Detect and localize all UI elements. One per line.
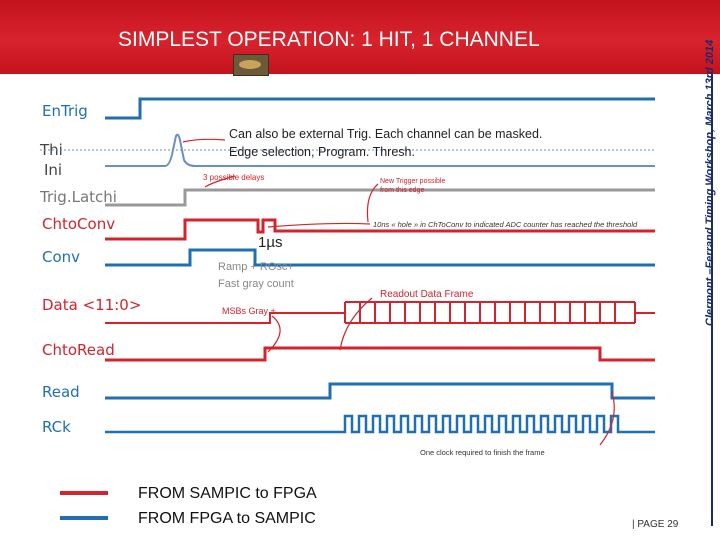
waveform-entrig	[105, 97, 655, 120]
waveform-triglatch	[105, 188, 655, 207]
arrow-msbs	[267, 315, 281, 353]
arrow-hole	[267, 222, 371, 228]
signal-label-conv: Conv	[42, 248, 80, 266]
logo-icon	[233, 54, 269, 76]
waveform-conv	[105, 248, 655, 267]
waveform-read	[105, 382, 655, 400]
signal-label-triglatch: Trig.Latchi	[39, 188, 117, 206]
note-possible-delays: 3 possible delays	[203, 173, 264, 182]
logo-emblem	[239, 60, 261, 69]
note-new-trigger-1: New Trigger possible	[380, 178, 445, 185]
legend-label-red: FROM SAMPIC to FPGA	[138, 485, 317, 502]
side-divider	[711, 74, 713, 526]
note-new-trigger-2: from this edge	[380, 187, 424, 194]
arrow-one-clock	[599, 391, 615, 446]
note-duration: 1µs	[258, 234, 283, 251]
arrow-trig-note	[182, 138, 226, 143]
page-number: | PAGE 29	[632, 519, 679, 530]
note-msbs: MSBs Gray +…	[222, 306, 285, 316]
signal-label-data: Data <11:0>	[42, 296, 141, 314]
arrow-delays	[204, 175, 236, 188]
side-workshop-note: Clermont –Ferrand Timing Workshop, March…	[704, 39, 716, 326]
arrow-readout	[339, 297, 373, 351]
waveform-data	[105, 312, 345, 324]
signal-label-rck: RCk	[42, 418, 71, 436]
arrow-new-trigger	[366, 183, 379, 223]
signal-label-thi: Thi	[39, 141, 63, 159]
waveform-chtoread	[105, 346, 655, 362]
note-external-trig: Can also be external Trig. Each channel …	[229, 127, 542, 141]
signal-label-read: Read	[42, 383, 80, 401]
timing-diagram: EnTrig Thi Ini Trig.Latchi ChtoConv Conv…	[39, 97, 655, 457]
note-ramp-2: Fast gray count	[218, 278, 294, 290]
data-readout-frame	[344, 301, 655, 324]
waveform-rck	[105, 414, 655, 434]
legend-swatch-red	[60, 491, 108, 495]
slide-title: SIMPLEST OPERATION: 1 HIT, 1 CHANNEL	[118, 28, 540, 51]
signal-label-entrig: EnTrig	[42, 102, 88, 120]
legend-label-blue: FROM FPGA to SAMPIC	[138, 510, 316, 527]
signal-label-ini: Ini	[44, 161, 62, 179]
note-readout-frame: Readout Data Frame	[380, 289, 474, 300]
waveform-chtoconv	[105, 218, 655, 241]
note-edge-selection: Edge selection, Program. Thresh.	[229, 145, 415, 159]
legend-swatch-blue	[60, 516, 108, 520]
signal-label-chtoconv: ChtoConv	[42, 215, 115, 233]
header-bar: SIMPLEST OPERATION: 1 HIT, 1 CHANNEL	[0, 0, 720, 74]
note-hole: 10ns « hole » in ChToConv to indicated A…	[373, 220, 638, 229]
waveform-input	[105, 133, 655, 167]
note-one-clock: One clock required to finish the frame	[420, 448, 545, 457]
note-ramp-1: Ramp + ROsc+	[218, 261, 294, 273]
signal-label-chtoread: ChtoRead	[42, 341, 115, 359]
